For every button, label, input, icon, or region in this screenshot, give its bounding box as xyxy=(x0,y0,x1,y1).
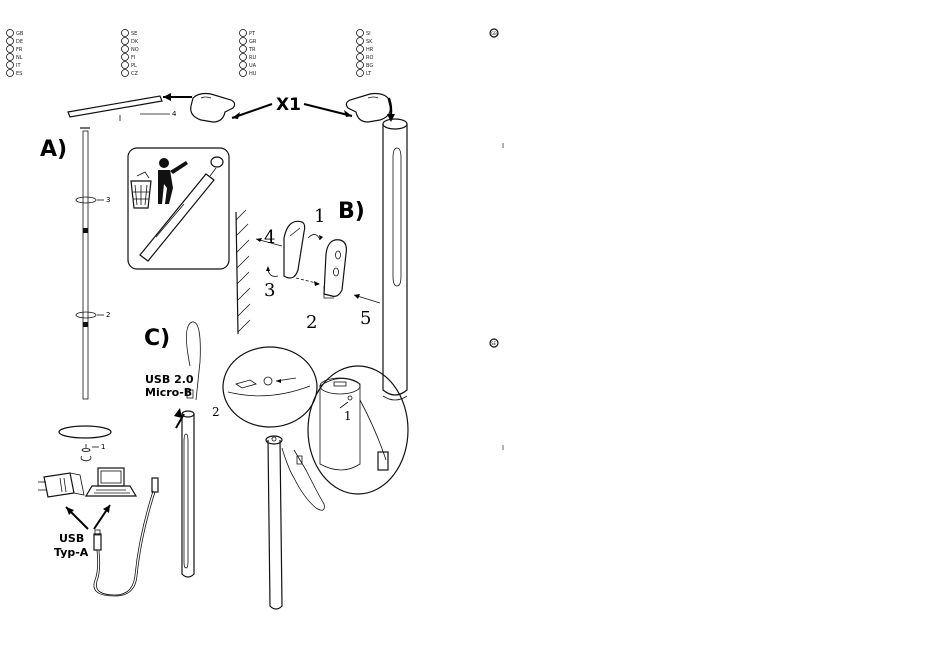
lamp-tube-disposal-icon xyxy=(140,157,223,261)
part-number: 2 xyxy=(106,311,110,319)
lang-item: UA xyxy=(240,62,257,70)
step-number: 1 xyxy=(314,206,325,227)
usb-micro-label-line1: USB 2.0 xyxy=(145,373,194,386)
language-column-2: SE DK NO FI PL CZ xyxy=(122,30,139,78)
wall-bracket-front-part xyxy=(324,240,346,298)
lang-code: SE xyxy=(131,31,137,37)
lang-item: GR xyxy=(240,38,257,46)
lang-code: SI xyxy=(366,31,371,37)
step-number: 1 xyxy=(344,409,352,423)
lang-code: SK xyxy=(366,39,373,45)
detail-view-side xyxy=(308,366,408,494)
usb-a-label-line1: USB xyxy=(59,532,84,545)
lang-item: BG xyxy=(357,62,374,70)
lang-item: TR xyxy=(240,46,257,54)
section-b-label: B) xyxy=(338,199,365,224)
lang-code: RU xyxy=(249,55,256,61)
person-throwing-icon xyxy=(158,158,188,204)
lang-item: ES xyxy=(7,70,23,78)
lang-code: GB xyxy=(16,31,24,37)
lang-code: HR xyxy=(366,47,374,53)
lang-marker-gb: GB xyxy=(490,29,498,37)
step-number: 2 xyxy=(306,312,317,333)
usb-micro-label-line2: Micro-B xyxy=(145,386,192,399)
language-column-3: PT GR TR RU UA HU xyxy=(240,30,257,78)
part-number: 1 xyxy=(101,443,105,451)
lang-item: HU xyxy=(240,70,257,78)
lamp-base-part: 1 xyxy=(59,426,111,461)
lang-item: PL xyxy=(122,62,138,70)
lamp-head-part: 4 xyxy=(68,96,177,121)
lang-item: IT xyxy=(7,62,22,70)
lang-code: ES xyxy=(16,71,22,77)
step-number: 3 xyxy=(264,280,275,301)
lang-code: UA xyxy=(249,63,257,69)
lang-code: CZ xyxy=(131,71,138,77)
lang-item: SK xyxy=(357,38,374,46)
lang-code: PT xyxy=(249,31,256,37)
svg-text:SE: SE xyxy=(491,341,497,346)
lang-code: GR xyxy=(249,39,257,45)
lang-code: HU xyxy=(249,71,257,77)
lang-code: NL xyxy=(16,55,23,61)
step-number: 4 xyxy=(264,227,275,248)
lang-item: LT xyxy=(357,70,373,78)
lang-item: RO xyxy=(357,54,374,62)
usb-a-label-line2: Typ-A xyxy=(54,546,89,559)
lang-item: SI xyxy=(357,30,371,38)
lang-item: DK xyxy=(122,38,139,46)
wall-hatch xyxy=(236,210,250,334)
lang-code: LT xyxy=(366,71,372,77)
lang-item: SE xyxy=(122,30,138,38)
page-marker-small: I xyxy=(502,142,504,150)
lang-item: GB xyxy=(7,30,24,38)
section-c-label: C) xyxy=(144,326,170,351)
step-number: 2 xyxy=(212,405,220,419)
wall-bracket-back-part xyxy=(284,221,305,278)
lang-item: RU xyxy=(240,54,257,62)
lamp-tube-large xyxy=(383,119,407,400)
hand-right-icon xyxy=(346,94,390,123)
lang-code: IT xyxy=(16,63,21,69)
recycle-panel xyxy=(128,148,229,269)
page-marker-small: I xyxy=(502,444,504,452)
language-column-1: GB DE FR NL IT ES xyxy=(7,30,24,78)
lang-code: DK xyxy=(131,39,139,45)
lang-code: TR xyxy=(248,47,256,53)
lang-item: NO xyxy=(122,46,139,54)
trash-bin-icon xyxy=(131,172,151,208)
step-number: 5 xyxy=(360,308,371,329)
lang-marker-se: SE xyxy=(490,339,498,347)
lang-code: FI xyxy=(131,55,135,61)
lang-code: BG xyxy=(366,63,373,69)
right-page-markers: GB I SE I xyxy=(490,29,504,452)
lang-item: CZ xyxy=(122,70,139,78)
lang-item: FR xyxy=(7,46,23,54)
laptop-icon xyxy=(86,468,136,496)
lang-code: DE xyxy=(16,39,23,45)
svg-text:GB: GB xyxy=(491,31,497,36)
part-number: 3 xyxy=(106,196,110,204)
hand-left-icon xyxy=(191,94,235,123)
section-a-label: A) xyxy=(40,137,67,162)
lang-item: PT xyxy=(240,30,257,38)
lang-code: PL xyxy=(131,63,137,69)
quantity-label: X1 xyxy=(276,95,301,115)
lamp-tube-medium xyxy=(266,436,324,609)
lang-item: NL xyxy=(7,54,23,62)
wall-charger-icon xyxy=(38,473,84,497)
lang-code: RO xyxy=(366,55,373,61)
detail-view-top xyxy=(223,347,317,427)
part-number: 4 xyxy=(172,110,177,118)
language-code-grid: GB DE FR NL IT ES SE DK NO FI PL CZ PT G… xyxy=(7,30,374,78)
lamp-tube-small xyxy=(182,322,200,577)
language-column-4: SI SK HR RO BG LT xyxy=(357,30,374,78)
lang-item: HR xyxy=(357,46,374,54)
lang-item: FI xyxy=(122,54,136,62)
lang-item: DE xyxy=(7,38,24,46)
lang-code: NO xyxy=(131,47,139,53)
lamp-pole-part: 3 2 xyxy=(76,128,110,399)
lang-code: FR xyxy=(16,47,23,53)
